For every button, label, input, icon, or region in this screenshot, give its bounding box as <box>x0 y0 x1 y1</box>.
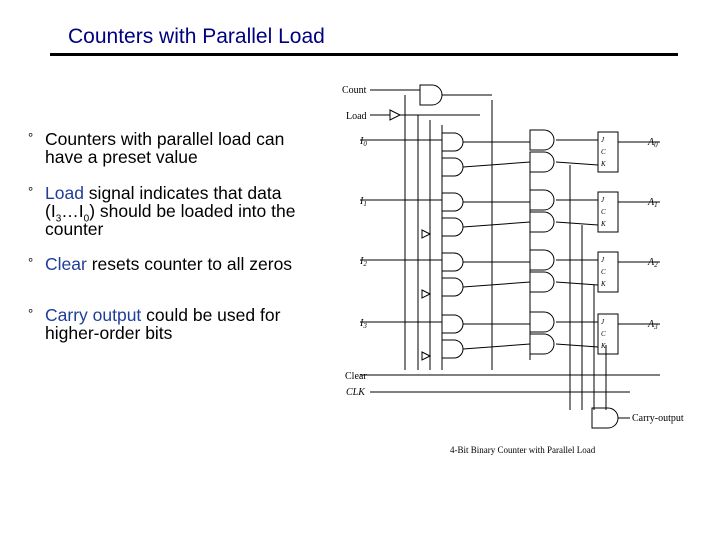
svg-text:K: K <box>600 280 606 288</box>
title-rule <box>50 53 678 56</box>
data-input-i3: I3 <box>359 318 367 330</box>
output-a1: A1 <box>647 197 658 209</box>
bullet-marker: ° <box>28 306 34 321</box>
svg-text:K: K <box>600 220 606 228</box>
clear-label: Clear <box>345 371 367 382</box>
svg-text:J: J <box>601 256 605 264</box>
diagram-caption: 4-Bit Binary Counter with Parallel Load <box>450 445 596 455</box>
data-input-i2: I2 <box>359 256 367 268</box>
bullet-marker: ° <box>28 184 34 199</box>
bullet-marker: ° <box>28 130 34 145</box>
load-keyword: Load <box>45 183 84 203</box>
output-a0: A0 <box>647 137 658 149</box>
svg-text:C: C <box>601 268 606 276</box>
bullet-text: Counters with parallel load can have a p… <box>45 129 285 167</box>
svg-text:C: C <box>601 330 606 338</box>
slide-title: Counters with Parallel Load <box>68 25 325 48</box>
counter-circuit-diagram: Count Load Clear CLK I0 I1 I2 I3 A0 A1 A… <box>342 84 684 455</box>
data-input-i0: I0 <box>359 136 367 148</box>
bullet-2: ° Load signal indicates that data (I3…I0… <box>28 183 296 239</box>
svg-text:J: J <box>601 318 605 326</box>
svg-text:K: K <box>600 160 606 168</box>
bullet-4: ° Carry output could be used for higher-… <box>28 305 281 343</box>
svg-text:C: C <box>601 208 606 216</box>
bullet-1: ° Counters with parallel load can have a… <box>28 130 318 166</box>
output-a2: A2 <box>647 257 658 269</box>
svg-text:J: J <box>601 196 605 204</box>
count-label: Count <box>342 85 367 96</box>
svg-text:K: K <box>600 342 606 350</box>
output-a3: A3 <box>647 319 658 331</box>
carry-keyword: Carry output <box>45 305 142 325</box>
svg-text:C: C <box>601 148 606 156</box>
clear-keyword: Clear <box>45 254 87 274</box>
bit-stages <box>360 129 660 429</box>
load-label: Load <box>346 111 367 122</box>
bullet-marker: ° <box>28 255 34 270</box>
svg-text:J: J <box>601 136 605 144</box>
carry-output-label: Carry-output <box>632 413 684 424</box>
data-input-i1: I1 <box>359 196 367 208</box>
clk-label: CLK <box>346 387 366 398</box>
bullet-3: ° Clear resets counter to all zeros <box>28 254 293 274</box>
